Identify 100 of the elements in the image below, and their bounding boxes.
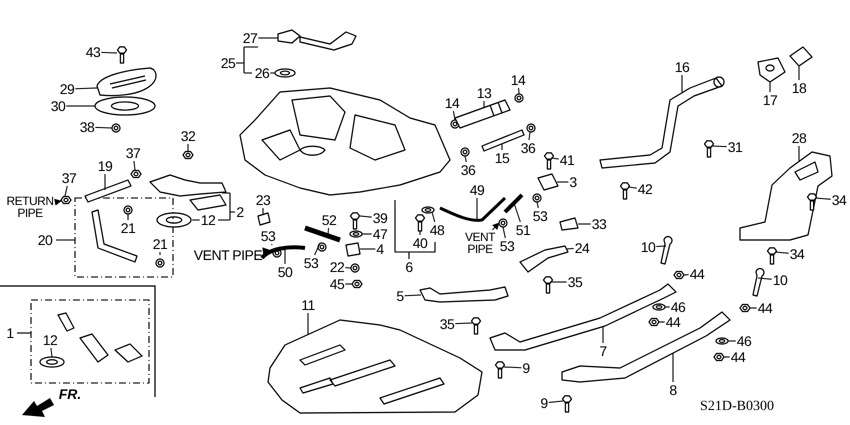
clip [514,93,524,103]
callout-number: 34 [832,193,846,207]
callout-number: 9 [522,361,530,375]
leader-line [262,208,264,214]
callout-number: 44 [666,315,680,329]
plug [257,212,271,226]
callout-number: 32 [180,129,196,143]
leader-line [758,278,772,280]
clamp [345,242,361,257]
callout-number: 17 [762,93,778,107]
callout-number: 43 [86,45,100,59]
callout-number: 1 [6,326,14,340]
leader-line [814,198,832,200]
callout-number: 12 [200,213,216,227]
leader-line [502,226,506,238]
nut [130,170,142,178]
fuel-gauge-unit-drawing [277,29,357,51]
callout-number: 18 [792,81,806,95]
callout-number: 21 [152,237,168,251]
leader-line [404,294,422,296]
callout-number: 37 [126,146,140,160]
leader-line [74,88,98,90]
clip [532,193,542,203]
nut [60,196,72,204]
callout-number: 10 [640,240,656,254]
hose [504,194,524,214]
bolt [620,182,630,200]
leader-line [514,202,521,222]
leader-line [550,158,560,160]
leader-line [798,66,800,80]
callout-number: 46 [736,334,752,348]
arrow [262,247,270,254]
bolt [766,247,778,265]
leader-line [360,248,376,250]
leader-line [710,146,728,148]
seal-ring [39,356,65,368]
callout-number: 16 [674,60,690,74]
washer [349,230,363,238]
arrow [54,198,62,206]
callout-number: 5 [396,289,404,303]
callout-number: 39 [372,211,388,225]
filler-housing [757,57,786,83]
nut [713,352,725,362]
bracket-plate [419,286,509,303]
leader-line [464,156,467,162]
diagram-code: S21D-B0300 [700,400,774,414]
clip [155,258,165,268]
callout-number: 53 [500,239,514,253]
leader-line [566,248,574,250]
leader-line [64,186,68,196]
leader-line [728,340,736,342]
callout-number: 44 [758,301,772,315]
callout-number: 47 [372,227,388,241]
callout-number: 29 [60,82,74,96]
nut [648,318,660,326]
callout-number: 23 [256,193,270,207]
nut [673,270,685,280]
clip [498,218,508,228]
hose [260,245,306,260]
cover-drawing [96,67,157,96]
clip [460,147,470,157]
leader-line [518,88,520,94]
vent-tube [439,196,506,222]
bolt [116,46,128,64]
gasket [94,96,156,116]
bolt [544,152,554,170]
hook-bolt [660,236,673,265]
callout-number: 52 [322,213,336,227]
callout-number: 27 [242,31,258,45]
bolt [414,214,426,232]
callout-number: VENT PIPE [194,248,262,262]
callout-number: 41 [560,153,574,167]
heat-shield-drawing [267,319,483,414]
callout-number: 35 [568,275,582,289]
clip [123,205,133,215]
leader-line [452,110,456,120]
callout-number: 25 [220,56,236,70]
leader-line [50,348,52,358]
leader-line [100,52,118,54]
leader-line [724,356,730,358]
callout-number: 53 [532,209,548,223]
callout-number: 13 [476,86,492,100]
callout-number: 53 [260,229,276,243]
callout-number: 26 [254,66,270,80]
callout-number: 34 [790,247,804,261]
callout-number: 35 [440,317,454,331]
callout-number: 45 [330,277,344,291]
filler-cap [789,46,813,67]
callout-number: 14 [444,96,460,110]
leader-line [628,186,638,189]
hose [304,226,341,242]
callout-number: 50 [278,265,292,279]
callout-number: 48 [430,223,444,237]
clip [526,123,536,133]
clip [317,242,327,252]
leader-line [94,126,112,128]
leader-line [656,246,666,248]
bolt [494,361,506,379]
leader-line [798,146,800,162]
leader-line [548,400,564,403]
